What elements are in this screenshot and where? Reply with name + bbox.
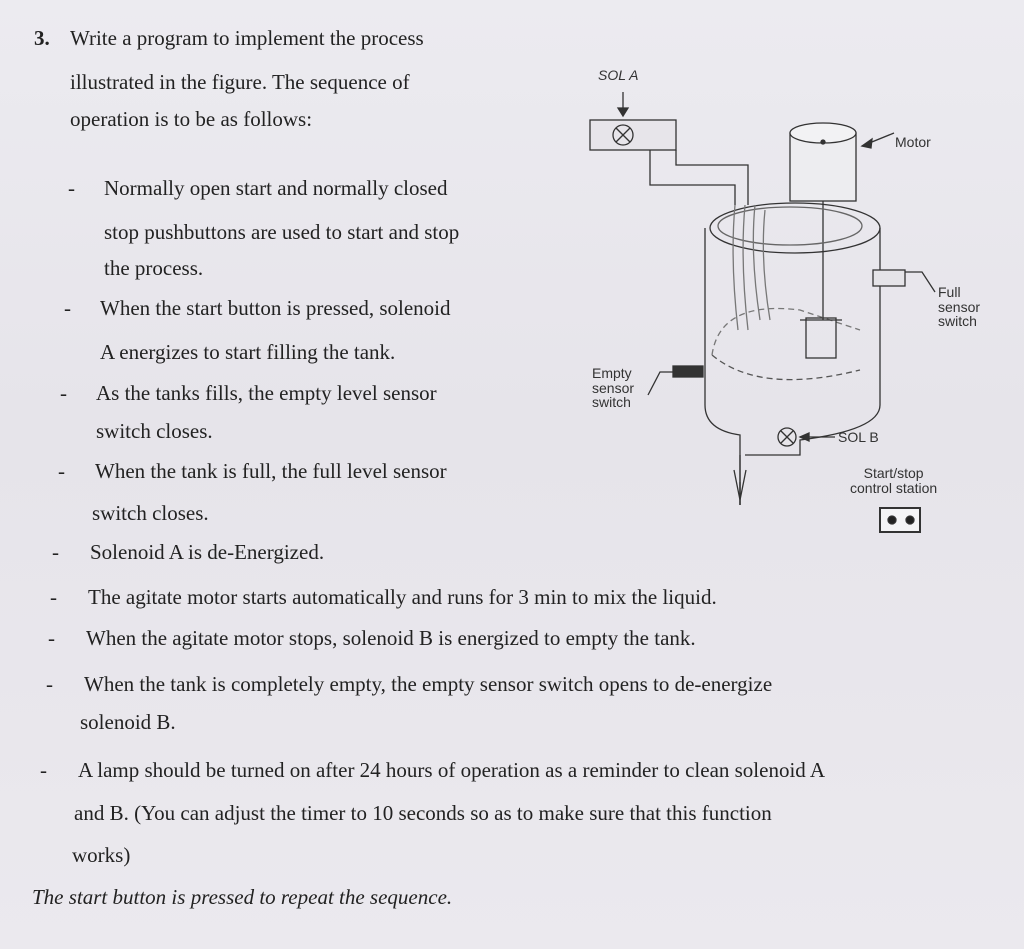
motor-label: Motor [895,134,931,150]
bullet-text: switch closes. [92,501,209,525]
bullet-marker: - [60,381,67,405]
bullet-marker: - [64,296,71,320]
full-sensor-box [872,269,906,287]
bullet-marker: - [48,626,55,650]
bullet-text: The agitate motor starts automatically a… [88,585,717,609]
question-number: 3. [34,26,50,50]
bullet-text: As the tanks fills, the empty level sens… [96,381,437,405]
bullet-marker: - [50,585,57,609]
bullet-text: A lamp should be turned on after 24 hour… [78,758,826,782]
bullet-text: Solenoid A is de-Energized. [90,540,325,564]
empty-sensor-label-line: switch [592,394,631,411]
empty-sensor-label-line: sensor [592,379,635,396]
empty-sensor-box [672,365,704,378]
bullet-marker: - [68,176,75,200]
bullet-text: When the agitate motor stops, solenoid B… [86,626,696,650]
motor-body [789,132,857,202]
bullet-text: When the tank is completely empty, the e… [84,672,773,696]
sol-b-label: SOL B [838,429,879,445]
intro-line: operation is to be as follows: [70,107,313,131]
start-stop-label: Start/stop control station [850,466,937,495]
sol-a-valve-body [589,119,677,151]
bullet-text: When the start button is pressed, soleno… [100,296,451,320]
bullet-text: When the tank is full, the full level se… [95,459,447,483]
full-sensor-label-line: Full [938,284,961,300]
sol-a-label: SOL A [598,67,639,83]
bullet-text: and B. (You can adjust the timer to 10 s… [74,801,772,825]
bullet-marker: - [52,540,59,564]
full-sensor-label-line: switch [938,313,977,330]
empty-sensor-label: Empty sensor switch [592,366,634,410]
bullet-text: the process. [104,256,204,280]
closing-text: The start button is pressed to repeat th… [32,885,453,909]
intro-line: illustrated in the figure. The sequence … [70,70,410,94]
bullet-marker: - [46,672,53,696]
intro-line: Write a program to implement the process [70,26,424,50]
full-sensor-label: Full sensor switch [938,285,980,329]
start-stop-label-line: Start/stop [863,465,924,481]
bullet-marker: - [58,459,65,483]
bullet-text: solenoid B. [80,710,176,734]
empty-sensor-label-line: Empty [592,365,632,381]
bullet-text: works) [72,843,131,867]
bullet-text: Normally open start and normally closed [104,176,448,200]
bullet-text: stop pushbuttons are used to start and s… [104,220,460,244]
bullet-text: switch closes. [96,419,213,443]
bullet-marker: - [40,758,47,782]
start-stop-label-line: control station [850,479,938,496]
full-sensor-label-line: sensor [938,298,981,315]
bullet-text: A energizes to start filling the tank. [100,340,396,364]
